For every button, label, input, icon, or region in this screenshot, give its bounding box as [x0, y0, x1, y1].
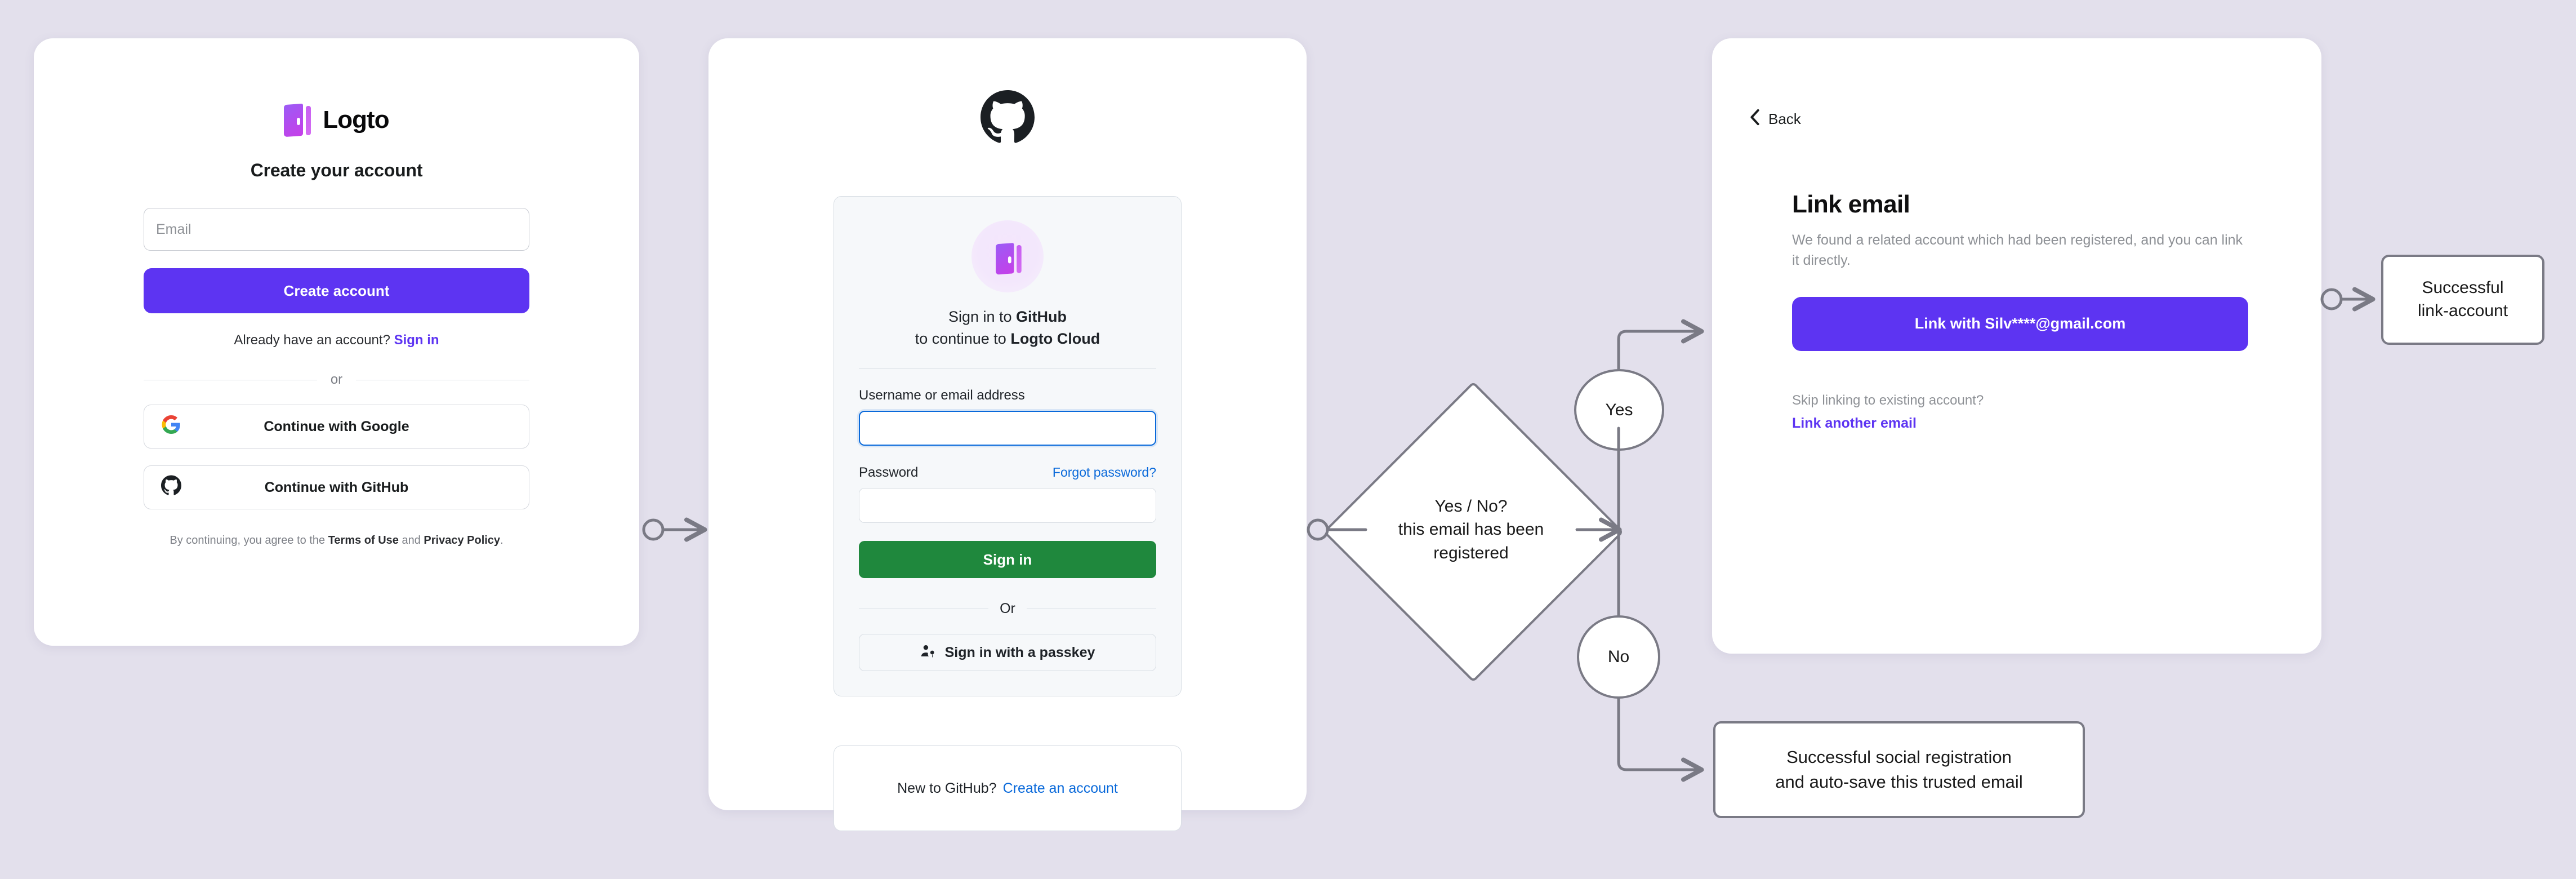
legal-and: and — [398, 534, 424, 547]
decision-diamond: Yes / No? this email has been registered — [1308, 366, 1634, 693]
already-have-account-text: Already have an account? — [234, 332, 390, 348]
page-title: Create your account — [250, 160, 423, 180]
create-an-account-link[interactable]: Create an account — [1002, 780, 1118, 796]
decision-diamond-label: Yes / No? this email has been registered — [1398, 496, 1544, 562]
google-icon — [161, 415, 181, 439]
github-icon — [161, 475, 181, 500]
create-account-button[interactable]: Create account — [144, 268, 529, 313]
signin-prefix: Sign in to — [948, 308, 1017, 325]
github-octocat-icon — [981, 90, 1035, 147]
google-button-label: Continue with Google — [264, 418, 409, 434]
continue-prefix: to continue to — [915, 330, 1011, 348]
app-name: Logto Cloud — [1010, 330, 1100, 348]
new-to-github-box: New to GitHub? Create an account — [834, 745, 1182, 831]
logto-signup-card: Logto Create your account Email Create a… — [34, 38, 639, 646]
link-with-email-button[interactable]: Link with Silv****@gmail.com — [1792, 296, 2248, 351]
logto-logo-icon — [996, 242, 1022, 275]
logto-brand-row: Logto — [144, 100, 529, 140]
passkey-label: Sign in with a passkey — [944, 644, 1095, 660]
email-placeholder: Email — [156, 221, 191, 237]
app-avatar — [971, 220, 1044, 292]
passkey-icon — [920, 643, 936, 663]
password-label-row: Password Forgot password? — [859, 465, 1156, 481]
wire-start-dot-1 — [642, 518, 665, 541]
legal-prefix: By continuing, you agree to the — [170, 534, 328, 547]
github-signin-card: Sign in to GitHub to continue to Logto C… — [708, 38, 1307, 831]
username-input[interactable] — [859, 411, 1156, 446]
new-to-github-text: New to GitHub? — [897, 780, 997, 796]
username-label: Username or email address — [859, 388, 1025, 403]
github-signin-form: Sign in to GitHub to continue to Logto C… — [834, 196, 1182, 697]
link-email-title: Link email — [1792, 190, 1910, 218]
link-another-email-link[interactable]: Link another email — [1792, 415, 1917, 431]
continue-with-github-button[interactable]: Continue with GitHub — [144, 465, 529, 509]
logto-card-content: Logto Create your account Email Create a… — [144, 100, 529, 549]
link-email-content: Link email We found a related account wh… — [1792, 190, 2248, 432]
wire-yes-to-link-card — [1617, 319, 1704, 371]
skip-linking-question: Skip linking to existing account? — [1792, 392, 1984, 408]
or-divider: or — [144, 372, 529, 388]
sign-in-link[interactable]: Sign in — [394, 332, 439, 348]
continue-to-app-line: to continue to Logto Cloud — [859, 328, 1156, 350]
continue-with-google-button[interactable]: Continue with Google — [144, 405, 529, 449]
password-label: Password — [859, 465, 919, 481]
signin-heading: Sign in to GitHub to continue to Logto C… — [859, 306, 1156, 350]
legal-text: By continuing, you agree to the Terms of… — [144, 532, 529, 549]
successful-link-account-node: Successful link-account — [2381, 255, 2544, 345]
form-divider — [859, 368, 1156, 369]
or-divider: Or — [859, 601, 1156, 617]
yes-node: Yes — [1574, 369, 1664, 451]
password-input[interactable] — [859, 488, 1156, 523]
link-email-card: Back Link email We found a related accou… — [1712, 38, 2321, 654]
successful-social-registration-node: Successful social registration and auto-… — [1713, 721, 2085, 818]
provider-name: GitHub — [1016, 308, 1067, 325]
logto-logo-icon — [284, 103, 313, 137]
wire-start-dot-3 — [2320, 288, 2343, 310]
link-email-description: We found a related account which had bee… — [1792, 232, 2243, 269]
legal-suffix: . — [500, 534, 503, 547]
privacy-policy-link[interactable]: Privacy Policy — [424, 534, 501, 547]
email-field[interactable]: Email — [144, 208, 529, 251]
logto-brand-name: Logto — [323, 106, 389, 134]
already-have-account-row: Already have an account? Sign in — [144, 332, 529, 348]
divider-label: or — [330, 372, 343, 387]
wire-no-to-success-box — [1617, 697, 1704, 782]
forgot-password-link[interactable]: Forgot password? — [1052, 465, 1156, 480]
terms-of-use-link[interactable]: Terms of Use — [328, 534, 399, 547]
sign-in-with-passkey-button[interactable]: Sign in with a passkey — [859, 634, 1156, 672]
divider-label: Or — [1000, 601, 1015, 617]
no-node: No — [1577, 615, 1660, 699]
back-button[interactable]: Back — [1749, 109, 1801, 130]
chevron-left-icon — [1749, 109, 1761, 130]
signin-to-provider-line: Sign in to GitHub — [859, 306, 1156, 328]
sign-in-button[interactable]: Sign in — [859, 541, 1156, 579]
github-button-label: Continue with GitHub — [264, 479, 409, 495]
back-label: Back — [1768, 110, 1801, 127]
